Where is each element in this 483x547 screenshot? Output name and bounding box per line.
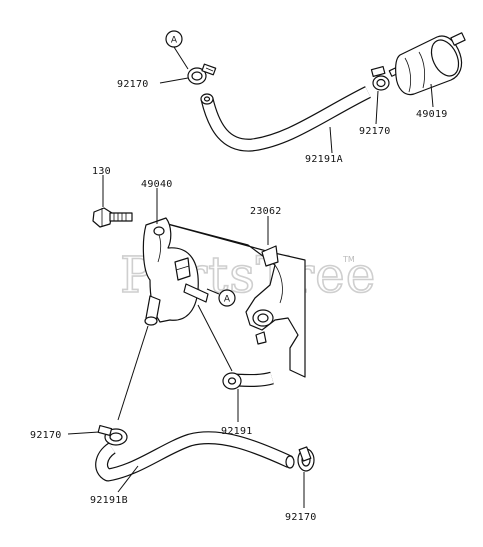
ref-marker-top-text: A <box>171 36 178 46</box>
bolt[interactable] <box>92 207 133 228</box>
ref-marker-pump-text: A <box>224 295 231 305</box>
label-clamp-bottom-right: 92170 <box>285 512 317 523</box>
label-clamp-bottom-left: 92170 <box>30 430 62 441</box>
label-hose-short: 92191 <box>221 426 253 437</box>
fuel-filter[interactable] <box>388 32 466 96</box>
label-hose-top: 92191A <box>305 154 343 165</box>
hose-clamp-top-left[interactable] <box>187 63 217 85</box>
hose-clamp-bottom-right[interactable] <box>297 446 315 472</box>
label-fuel-filter: 49019 <box>416 109 448 120</box>
ref-marker-top: A <box>165 30 183 48</box>
label-fuel-pump: 49040 <box>141 179 173 190</box>
ref-marker-pump: A <box>218 289 236 307</box>
label-bolt: 130 <box>92 166 111 177</box>
fuel-pump[interactable] <box>142 217 209 326</box>
hose-clamp-top-right[interactable] <box>370 65 390 91</box>
leader-lines <box>67 46 434 508</box>
mounting-bracket[interactable] <box>159 221 306 378</box>
part-labels: 92170 92170 49019 92191A 130 49040 23062… <box>30 79 448 523</box>
label-bracket: 23062 <box>250 206 282 217</box>
label-hose-bottom: 92191B <box>90 495 128 506</box>
label-clamp-top-right: 92170 <box>359 126 391 137</box>
watermark-trademark: TM <box>342 255 355 264</box>
fuel-hose-short[interactable] <box>222 371 274 390</box>
label-clamp-top-left: 92170 <box>117 79 149 90</box>
hose-clamp-bottom-left[interactable] <box>97 424 128 446</box>
fuel-hose-top[interactable] <box>200 86 371 152</box>
fuel-hose-bottom[interactable] <box>95 431 295 482</box>
